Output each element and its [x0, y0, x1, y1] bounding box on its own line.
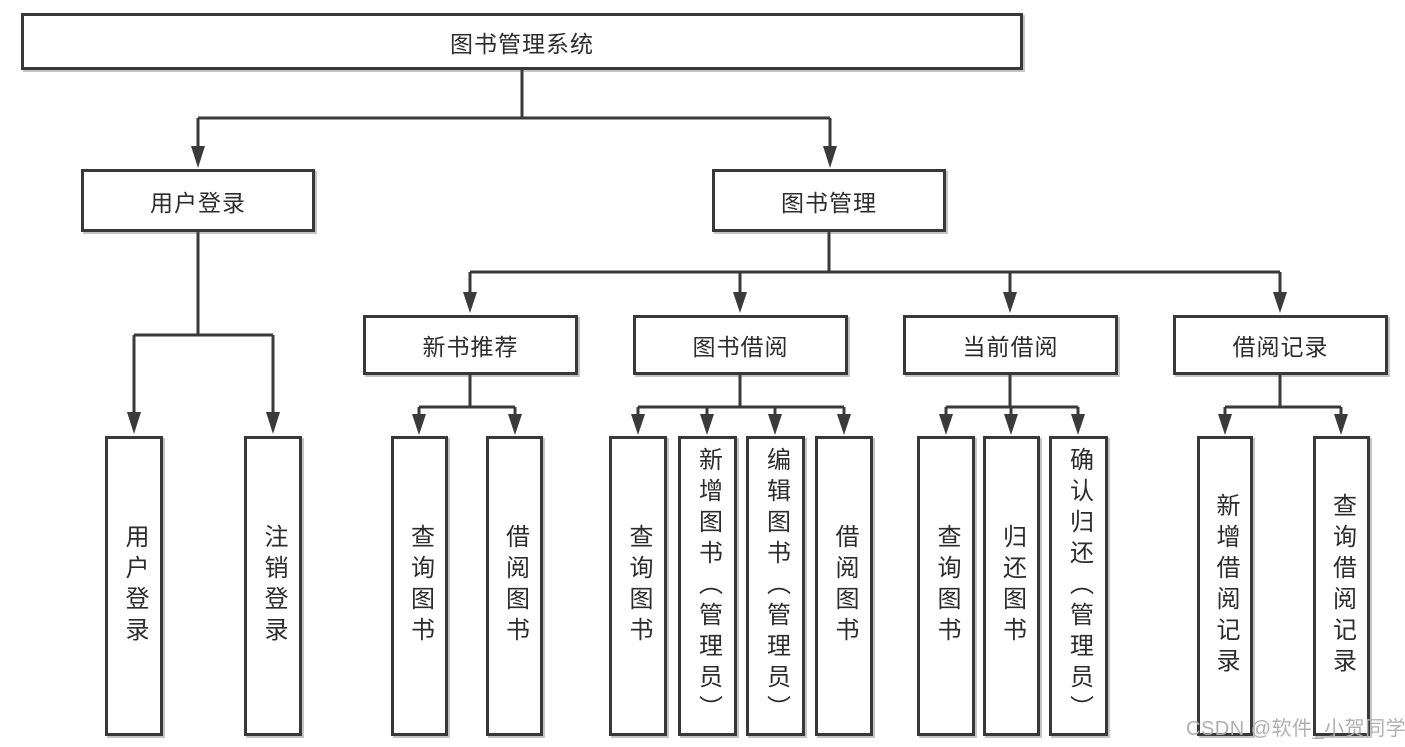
leaf-rec-borrow-book: 借阅图书	[486, 436, 543, 736]
leaf-label: 新增图书（管理员）	[694, 446, 722, 726]
leaf-label: 新增借阅记录	[1212, 493, 1239, 679]
leaf-label: 确认归还（管理员）	[1065, 446, 1093, 726]
arrowhead-icon	[1071, 414, 1085, 435]
leaf-bb-borrow-book: 借阅图书	[815, 436, 873, 736]
leaf-label: 查询图书	[406, 524, 434, 648]
arrowhead-icon	[508, 414, 522, 435]
arrowhead-icon	[733, 292, 747, 313]
arrowhead-icon	[266, 412, 280, 434]
arrowhead-icon	[700, 414, 714, 435]
node-user-login: 用户登录	[81, 169, 315, 232]
arrowhead-icon	[412, 414, 426, 435]
connector-root-to-level2	[191, 69, 837, 168]
leaf-label: 借阅图书	[501, 524, 529, 648]
leaf-user-login: 用户登录	[105, 436, 163, 736]
leaf-cb-query-book: 查询图书	[917, 436, 975, 736]
node-book-mgmt: 图书管理	[712, 169, 946, 232]
leaf-cb-confirm-return: 确认归还（管理员）	[1049, 436, 1108, 736]
arrowhead-icon	[191, 146, 205, 168]
leaf-cb-return-book: 归还图书	[983, 436, 1040, 736]
arrowhead-icon	[463, 292, 477, 313]
node-book-borrow: 图书借阅	[633, 315, 848, 375]
arrowhead-icon	[1004, 414, 1018, 435]
arrowhead-icon	[127, 412, 141, 434]
connector-user-login-to-leaves	[127, 232, 280, 434]
leaf-rec-query-book: 查询图书	[391, 436, 448, 736]
leaf-label: 归还图书	[998, 524, 1026, 648]
leaf-label: 查询图书	[625, 524, 652, 648]
leaf-br-query-record: 查询借阅记录	[1313, 436, 1370, 736]
leaf-label: 借阅图书	[831, 524, 858, 648]
arrowhead-icon	[823, 146, 837, 168]
connector-borrow-records-to-leaves	[1218, 375, 1348, 435]
arrowhead-icon	[1273, 292, 1287, 313]
connector-book-borrow-to-leaves	[631, 375, 851, 435]
leaf-bb-add-book: 新增图书（管理员）	[678, 436, 737, 736]
arrowhead-icon	[631, 414, 645, 435]
leaf-logout: 注销登录	[244, 436, 302, 736]
arrowhead-icon	[1218, 414, 1232, 435]
connector-book-mgmt-to-level3	[463, 232, 1287, 313]
leaf-label: 查询图书	[933, 524, 960, 648]
arrowhead-icon	[1334, 414, 1348, 435]
leaf-br-add-record: 新增借阅记录	[1197, 436, 1253, 736]
csdn-watermark: CSDN @软件_小贺同学	[1186, 718, 1405, 740]
connector-current-borrow-to-leaves	[939, 375, 1085, 435]
node-borrow-records: 借阅记录	[1173, 315, 1388, 375]
leaf-bb-edit-book: 编辑图书（管理员）	[746, 436, 805, 736]
arrowhead-icon	[939, 414, 953, 435]
leaf-label: 编辑图书（管理员）	[762, 446, 790, 726]
arrowhead-icon	[1003, 292, 1017, 313]
node-root: 图书管理系统	[21, 13, 1023, 70]
leaf-label: 用户登录	[121, 524, 148, 648]
leaf-label: 查询借阅记录	[1328, 493, 1356, 679]
arrowhead-icon	[768, 414, 782, 435]
arrowhead-icon	[837, 414, 851, 435]
node-new-book-rec: 新书推荐	[363, 315, 578, 375]
connector-new-book-rec-to-leaves	[412, 375, 522, 435]
leaf-label: 注销登录	[260, 524, 287, 648]
leaf-bb-query-book: 查询图书	[609, 436, 667, 736]
node-current-borrow: 当前借阅	[903, 315, 1118, 375]
